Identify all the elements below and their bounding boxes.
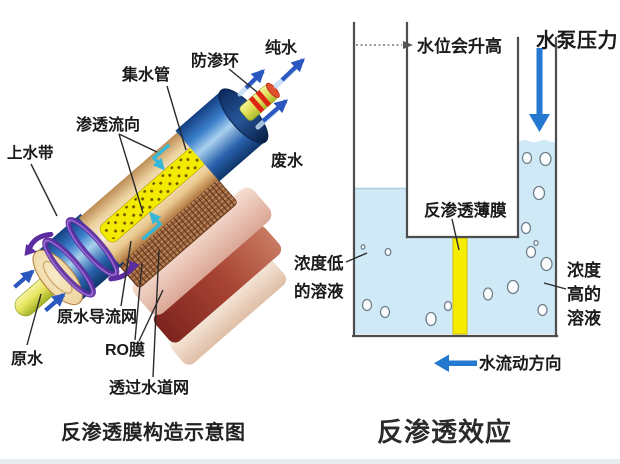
shell-blue-right <box>175 90 267 182</box>
feed-water-arrows <box>13 269 66 313</box>
ribbon-arrowhead-bottom <box>129 260 140 274</box>
label-water-level-rise: 水位会升高 <box>417 36 502 56</box>
label-ro-membrane: RO膜 <box>105 341 145 359</box>
maroon-membrane-sheet <box>153 226 282 343</box>
tank-walls <box>351 21 559 338</box>
label-collect-pipe: 集水管 <box>121 65 170 84</box>
pump-pressure-arrow <box>529 48 550 132</box>
svg-text:的溶液: 的溶液 <box>294 281 344 301</box>
label-osmosis-flow: 渗透流向 <box>76 115 140 134</box>
membrane-module <box>13 82 287 365</box>
level-arrowhead <box>403 41 413 49</box>
outlet-tube <box>239 82 280 121</box>
purple-spiral-ribbons <box>24 217 140 298</box>
anti-seep-ring-2 <box>255 90 272 108</box>
label-flow-direction: 水流动方向 <box>479 353 562 373</box>
svg-text:浓度低: 浓度低 <box>294 253 344 273</box>
right-leader-lines <box>345 218 567 290</box>
pure-water-arrows <box>244 58 305 90</box>
permeate-channel-sheet <box>170 259 287 365</box>
svg-text:浓度: 浓度 <box>567 260 602 280</box>
label-top-water-belt: 上水带 <box>7 143 54 162</box>
ro-film-strip <box>452 237 468 335</box>
ribbon-arrowhead-top <box>24 243 37 256</box>
solution-bubbles <box>360 151 553 327</box>
svg-text:溶液: 溶液 <box>567 308 601 328</box>
label-waste-water: 废水 <box>271 151 304 170</box>
osmosis-flow-arrows <box>141 143 171 241</box>
bottom-edge-band <box>0 459 620 464</box>
label-permeate-mesh: 透过水道网 <box>109 378 189 397</box>
water-level-rise-indicator <box>356 41 413 49</box>
label-ro-film: 反渗透薄膜 <box>424 200 507 220</box>
flow-direction-arrow <box>434 354 477 372</box>
label-raw-water: 原水 <box>11 349 44 368</box>
collect-pipe-perforations <box>103 150 202 240</box>
right-caption: 反渗透效应 <box>377 417 512 447</box>
left-diagram: 上水带 渗透流向 集水管 防渗环 纯水 废水 原水 原水导流网 RO膜 透过水道… <box>7 38 305 444</box>
anti-seep-ring-1 <box>248 96 265 113</box>
shell-blue-left <box>35 213 124 303</box>
label-anti-seep-ring: 防渗环 <box>191 51 239 70</box>
label-high-concentration: 浓度 高的 溶液 <box>567 260 602 328</box>
left-arm-water <box>355 188 406 237</box>
label-pure-water: 纯水 <box>265 38 298 57</box>
left-caption: 反渗透膜构造示意图 <box>61 420 246 444</box>
label-low-concentration: 浓度低 的溶液 <box>294 253 344 301</box>
waste-water-arrow <box>261 99 289 123</box>
right-diagram: 水位会升高 水泵压力 反渗透薄膜 浓度低 的溶液 浓度 高的 溶液 水流动方向 … <box>294 21 618 447</box>
label-pump-pressure: 水泵压力 <box>536 29 618 52</box>
label-raw-water-mesh: 原水导流网 <box>57 307 137 326</box>
svg-text:高的: 高的 <box>567 284 601 304</box>
left-leader-lines <box>26 68 258 378</box>
pink-membrane-sheet <box>132 187 272 315</box>
